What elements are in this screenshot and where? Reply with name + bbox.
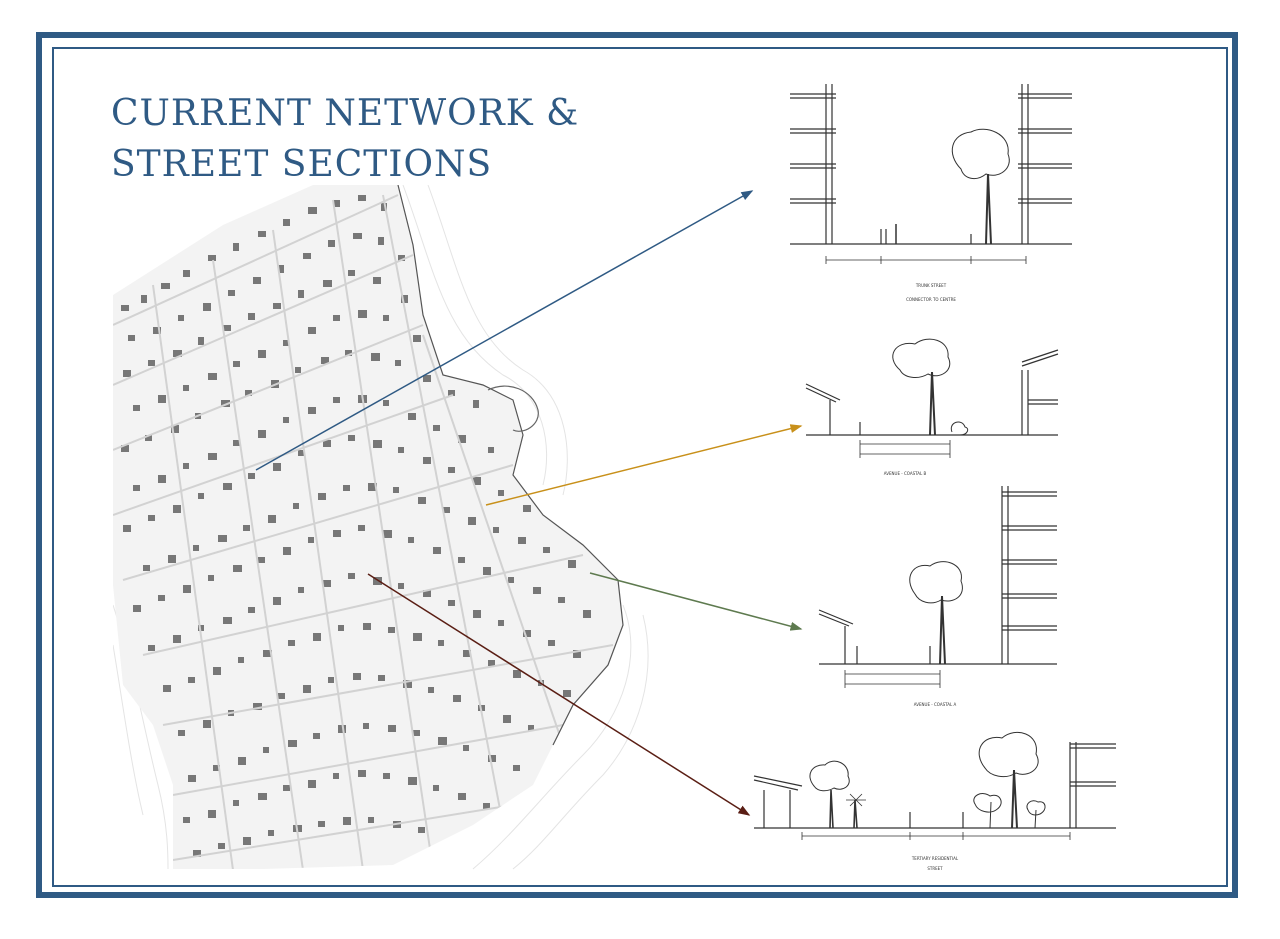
- section-4-caption-2: STREET: [927, 866, 943, 871]
- section-4-caption-1: TERTIARY RESIDENTIAL: [911, 856, 959, 861]
- section-3-caption-1: AVENUE - COASTAL A: [914, 702, 957, 707]
- street-section-coastal-b: AVENUE - COASTAL B: [805, 338, 1059, 476]
- street-section-trunk: TRUNK STREET CONNECTOR TO CENTRE: [790, 84, 1072, 302]
- slide-title: CURRENT NETWORK & STREET SECTIONS: [111, 88, 579, 190]
- title-line-2: STREET SECTIONS: [111, 144, 493, 185]
- section-2-caption-1: AVENUE - COASTAL B: [884, 471, 927, 476]
- section-1-caption-2: CONNECTOR TO CENTRE: [906, 297, 956, 302]
- outer-frame: [36, 32, 1238, 898]
- street-network-map: [113, 185, 649, 870]
- street-section-coastal-a: AVENUE - COASTAL A: [818, 486, 1057, 707]
- title-line-1: CURRENT NETWORK &: [111, 93, 580, 134]
- map-land: [113, 185, 623, 869]
- street-section-tertiary: TERTIARY RESIDENTIAL STREET: [753, 731, 1116, 871]
- section-1-caption-1: TRUNK STREET: [915, 283, 947, 288]
- inner-frame: [52, 47, 1228, 887]
